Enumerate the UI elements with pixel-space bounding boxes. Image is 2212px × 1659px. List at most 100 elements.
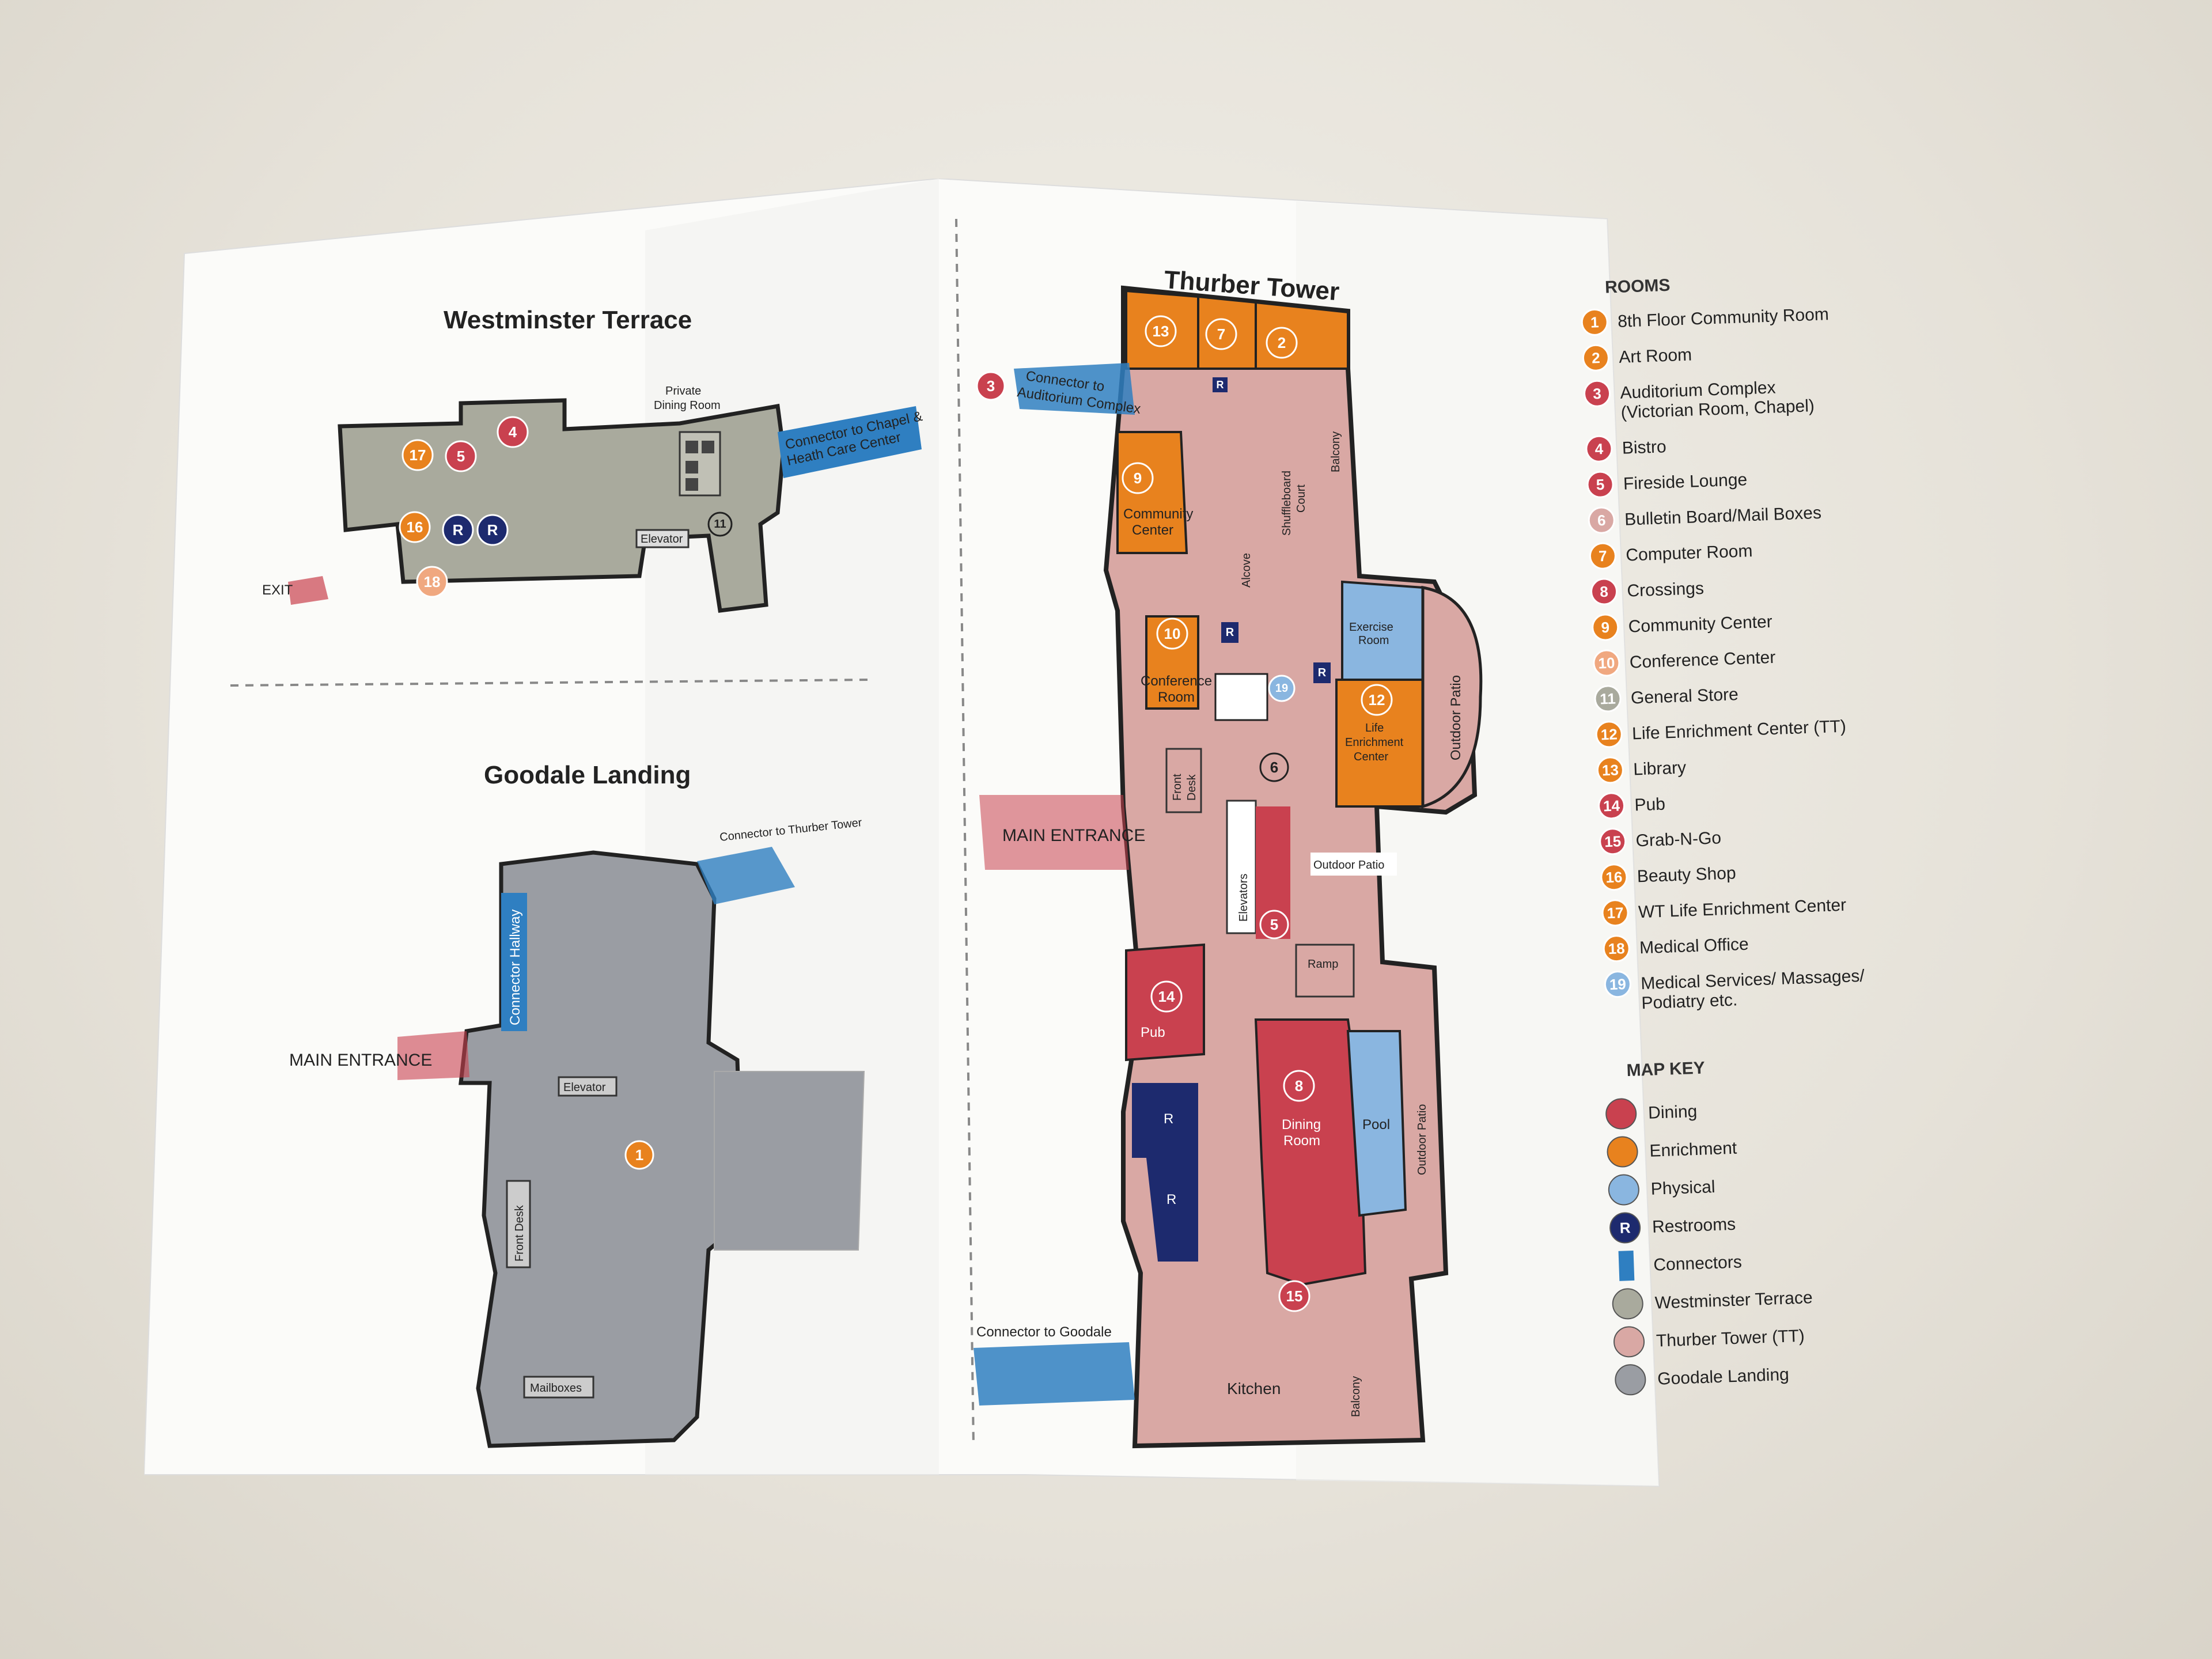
room-number-badge [1590, 578, 1618, 605]
connector-hallway [501, 893, 527, 1031]
elevator-label: Elevator [641, 533, 683, 546]
room-number: 1 [1590, 313, 1599, 331]
room-17-number: 17 [410, 446, 426, 464]
room-1-number: 1 [635, 1146, 643, 1164]
room-11-marker [707, 512, 733, 537]
westminster-terrace-map: Westminster Terrace Private Dining Room … [262, 306, 924, 613]
color-swatch [1607, 1136, 1638, 1168]
map-key-item: Dining [1605, 1098, 1698, 1130]
room-5-marker [445, 440, 477, 472]
shuffleboard-label: Shuffleboard [1281, 471, 1293, 536]
room-2-number: 2 [1278, 334, 1286, 351]
elevators-label: Elevators [1237, 874, 1250, 922]
room-number-badge [1596, 756, 1624, 784]
room-number-badge [1604, 971, 1631, 998]
restroom-mark: R [1619, 1219, 1631, 1237]
room-name: Beauty Shop [1637, 863, 1736, 886]
map-key-label: Physical [1650, 1177, 1715, 1199]
room-number: 4 [1594, 440, 1604, 458]
goodale-title: Goodale Landing [484, 761, 691, 789]
restroom-room [1146, 1158, 1198, 1262]
room-number-badge [1598, 792, 1626, 820]
connector-hallway-label: Connector Hallway [507, 910, 523, 1025]
restroom-mark: R [1164, 1111, 1173, 1127]
room-legend-item: 8 Crossings [1590, 578, 1704, 605]
room-10-marker [1156, 618, 1188, 650]
outdoor-patio-2-label: Outdoor Patio [1313, 859, 1384, 872]
room-name: Life Enrichment Center (TT) [1632, 717, 1847, 744]
room-1-marker [624, 1140, 654, 1170]
private-dining-label: Dining Room [654, 399, 721, 412]
map-key-label: Restrooms [1652, 1215, 1736, 1237]
outdoor-patio-2-box [1310, 853, 1397, 876]
room-number: 7 [1599, 547, 1608, 565]
pool-label: Pool [1362, 1117, 1390, 1132]
map-key-heading: MAP KEY [1626, 1058, 1705, 1080]
atrium [1214, 673, 1268, 721]
room-18-marker [416, 566, 448, 598]
room-number: 8 [1600, 583, 1609, 600]
room-19-number: 19 [1275, 682, 1288, 695]
color-swatch [1612, 1288, 1643, 1320]
kitchen-label: Kitchen [1227, 1380, 1281, 1397]
room-5-number: 5 [1270, 916, 1278, 933]
room-16-marker [399, 511, 431, 543]
mailboxes-label: Mailboxes [530, 1382, 582, 1395]
room-number: 9 [1601, 619, 1610, 636]
room-name: Library [1633, 758, 1687, 779]
exit-marker [288, 576, 328, 605]
alcove-label: Alcove [1240, 553, 1253, 588]
map-key-item: Goodale Landing [1615, 1364, 1790, 1396]
room-12-number: 12 [1369, 691, 1385, 709]
rooms-heading: ROOMS [1605, 276, 1671, 297]
conference-room-label: Room [1158, 690, 1195, 705]
conference-room-label: Conference [1141, 673, 1212, 689]
life-enrichment-label: Enrichment [1345, 736, 1404, 749]
room-number: 15 [1604, 832, 1622, 850]
room-6-marker [1259, 752, 1289, 782]
room-13-marker [1145, 315, 1177, 347]
room-name: Medical Services/ Massages/ [1641, 967, 1865, 994]
room-number: 11 [1600, 690, 1616, 707]
westminster-title: Westminster Terrace [444, 306, 692, 334]
room-name: Bulletin Board/Mail Boxes [1624, 503, 1822, 529]
shuffleboard-label: Court [1295, 484, 1308, 513]
room-number-badge [1593, 649, 1620, 677]
divider [230, 679, 870, 687]
restroom-mark: R [1166, 1192, 1176, 1207]
goodale-landing-map: Goodale Landing Connector Hallway Connec… [289, 761, 865, 1448]
room-name: WT Life Enrichment Center [1638, 896, 1846, 922]
front-desk-label: Desk [1185, 774, 1198, 801]
main-entrance-marker [979, 795, 1129, 870]
room-8-marker [1283, 1070, 1315, 1102]
map-key-label: Westminster Terrace [1654, 1288, 1813, 1313]
restroom-icon [1609, 1212, 1641, 1244]
room-15-marker [1278, 1280, 1310, 1312]
outdoor-patio [1421, 586, 1483, 809]
room-14-number: 14 [1158, 988, 1175, 1005]
color-swatch [1605, 1098, 1637, 1130]
restroom-icon [1313, 662, 1331, 683]
connector-swatch [1618, 1250, 1635, 1281]
room-number: 13 [1601, 761, 1619, 779]
room-3-marker [976, 371, 1006, 401]
restroom-room [1132, 1083, 1198, 1158]
room-name: Crossings [1627, 579, 1704, 601]
map-key-label: Goodale Landing [1657, 1365, 1790, 1389]
map-key-item: Physical [1608, 1174, 1715, 1206]
main-entrance-marker [397, 1031, 469, 1080]
room-7-number: 7 [1217, 325, 1225, 343]
private-dining-label: Private [665, 385, 701, 397]
map-key-label: Thurber Tower (TT) [1656, 1327, 1805, 1351]
campus-map-sheet: Westminster Terrace Private Dining Room … [144, 179, 1865, 1487]
room-number: 5 [1596, 476, 1605, 493]
restroom-mark: R [1217, 379, 1224, 391]
